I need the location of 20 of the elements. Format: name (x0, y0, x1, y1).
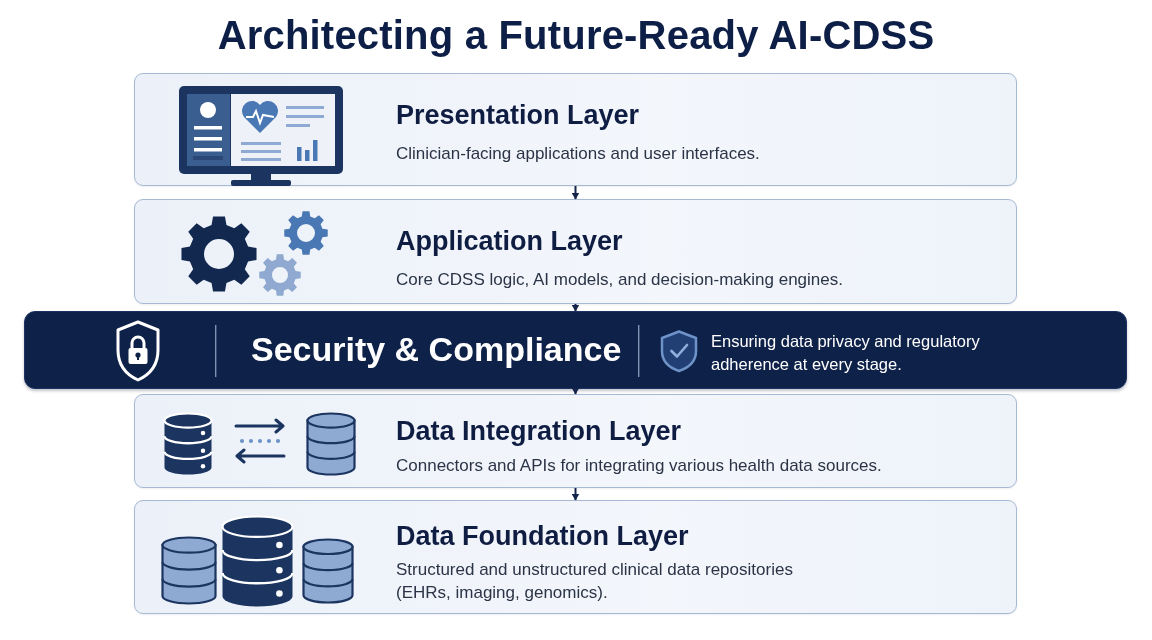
layer-title: Data Integration Layer (396, 416, 682, 448)
layer-description: Connectors and APIs for integrating various health data sources. (396, 455, 882, 477)
band-title: Security & Compliance (251, 330, 622, 370)
layer-title: Data Foundation Layer (396, 521, 689, 553)
arrow (571, 387, 580, 395)
layer-description: Core CDSS logic, AI models, and decision-making engines. (396, 269, 843, 291)
layer-description: Clinician-facing applications and user interfaces. (396, 143, 760, 165)
layer-panel (134, 500, 1017, 614)
layer-panel (134, 199, 1017, 304)
security-band (24, 311, 1127, 389)
layer-description: Structured and unstructured clinical data repositories (EHRs, imaging, genomics). (396, 559, 794, 604)
layer-panel (134, 73, 1017, 186)
arrow (571, 185, 580, 200)
layer-panel (134, 394, 1017, 488)
diagram-title: Architecting a Future-Ready AI-CDSS (217, 12, 935, 58)
layer-title: Presentation Layer (396, 100, 640, 132)
arrow (571, 487, 580, 501)
arrow (571, 303, 580, 312)
band-description: Ensuring data privacy and regulatory adherence at every stage. (711, 331, 981, 375)
layer-title: Application Layer (396, 226, 623, 258)
